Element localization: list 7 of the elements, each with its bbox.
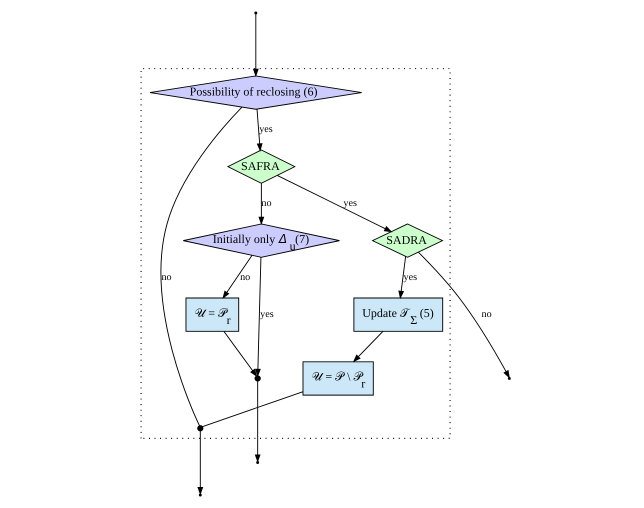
edge-label: no [240,272,250,284]
edge-label: yes [343,198,357,210]
edge-label: no [482,309,492,320]
edge-label: no [161,272,172,284]
edge-label: yes [260,309,274,320]
edge-label: yes [404,272,418,284]
edge-label: yes [259,124,273,136]
